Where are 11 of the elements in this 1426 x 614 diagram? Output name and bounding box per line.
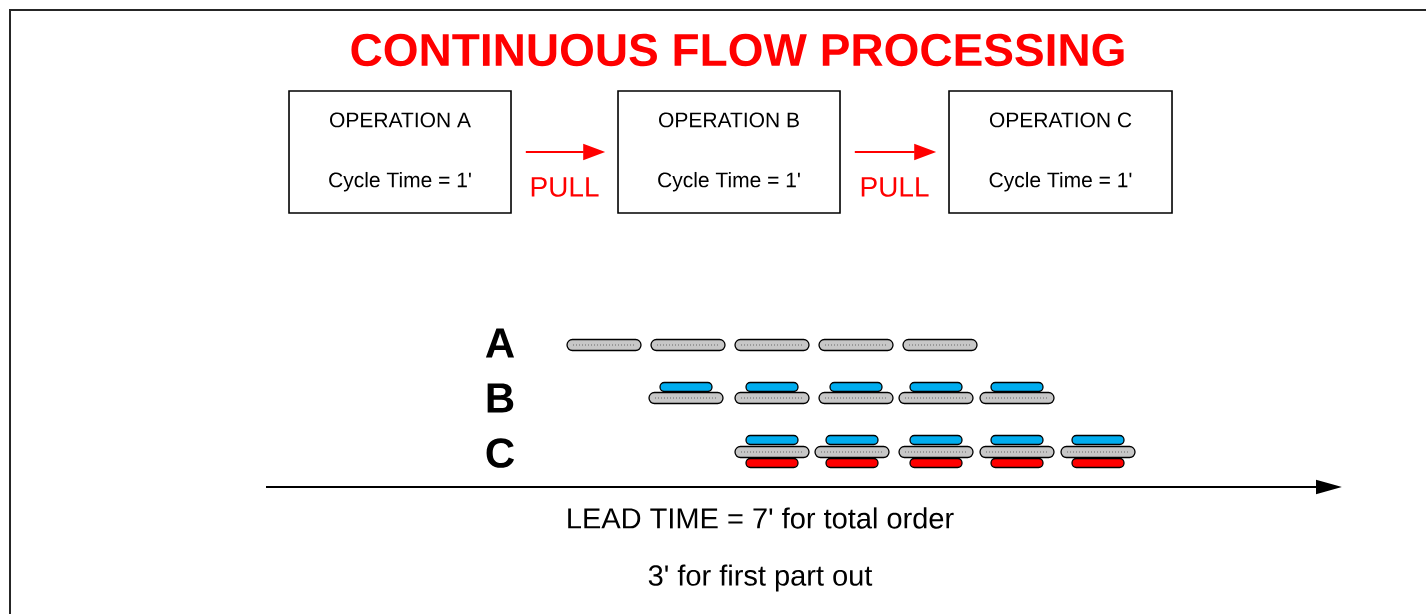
row-letter: B [487, 383, 514, 413]
row-letter: C [486, 438, 515, 468]
note-text: 3' for first part out [648, 564, 873, 592]
edge-label: PULL [531, 177, 599, 197]
edge-label: PULL [861, 177, 929, 197]
operation-box: OPERATION A Cycle Time = 1' [288, 90, 512, 214]
title: CONTINUOUS FLOW PROCESSING [351, 33, 1124, 67]
operation-box: OPERATION C Cycle Time = 1' [948, 90, 1173, 214]
operation-box: OPERATION B Cycle Time = 1' [617, 90, 841, 214]
note-text: LEAD TIME = 7' for total order [568, 507, 954, 529]
row-letter: A [485, 328, 515, 358]
